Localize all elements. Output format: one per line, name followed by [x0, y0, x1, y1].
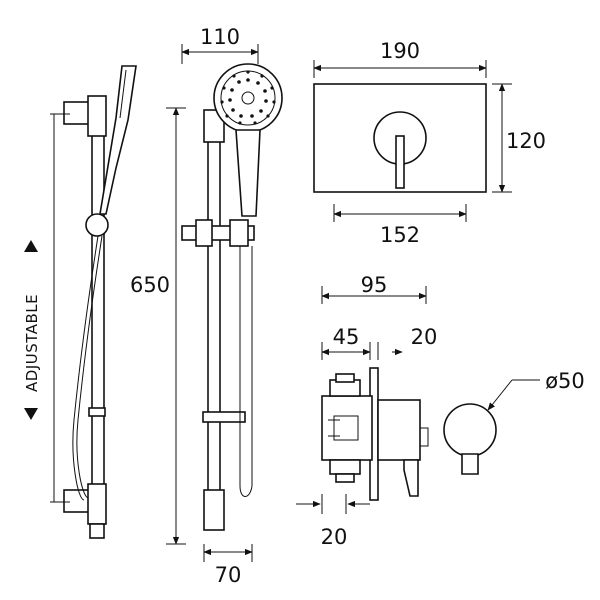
dim-110-label: 110	[200, 25, 240, 49]
dim-190-label: 190	[380, 39, 420, 63]
dim-120: 120	[492, 83, 546, 193]
spray-nozzles	[220, 70, 276, 125]
dim-50-label: ø50	[545, 369, 585, 393]
adjustable-dimension: ADJUSTABLE	[23, 113, 70, 503]
dim-650: 650	[130, 107, 186, 545]
valve-side-view	[321, 367, 429, 501]
dim-20-bottom-label: 20	[321, 525, 348, 549]
control-plate	[313, 83, 487, 193]
dim-70-label: 70	[215, 563, 242, 587]
dim-152-label: 152	[380, 223, 420, 247]
dim-20-top: 20	[377, 325, 438, 360]
front-view-rail	[181, 63, 283, 531]
adjustable-label: ADJUSTABLE	[23, 294, 41, 392]
shower-head	[213, 63, 283, 133]
dim-110: 110	[181, 25, 259, 64]
dim-20-bottom: 20	[296, 494, 370, 549]
outlet-elbow: ø50	[443, 369, 585, 475]
dim-190: 190	[313, 39, 487, 78]
dim-120-label: 120	[506, 129, 546, 153]
dim-650-label: 650	[130, 273, 170, 297]
lever-handle	[395, 135, 405, 189]
dim-152: 152	[333, 204, 467, 247]
dim-95-label: 95	[361, 273, 388, 297]
dim-45-label: 45	[333, 325, 360, 349]
dim-45: 45	[321, 325, 371, 360]
dim-20-top-label: 20	[411, 325, 438, 349]
dim-95: 95	[321, 273, 427, 304]
dim-70: 70	[203, 544, 253, 587]
side-view-rail	[63, 65, 137, 539]
